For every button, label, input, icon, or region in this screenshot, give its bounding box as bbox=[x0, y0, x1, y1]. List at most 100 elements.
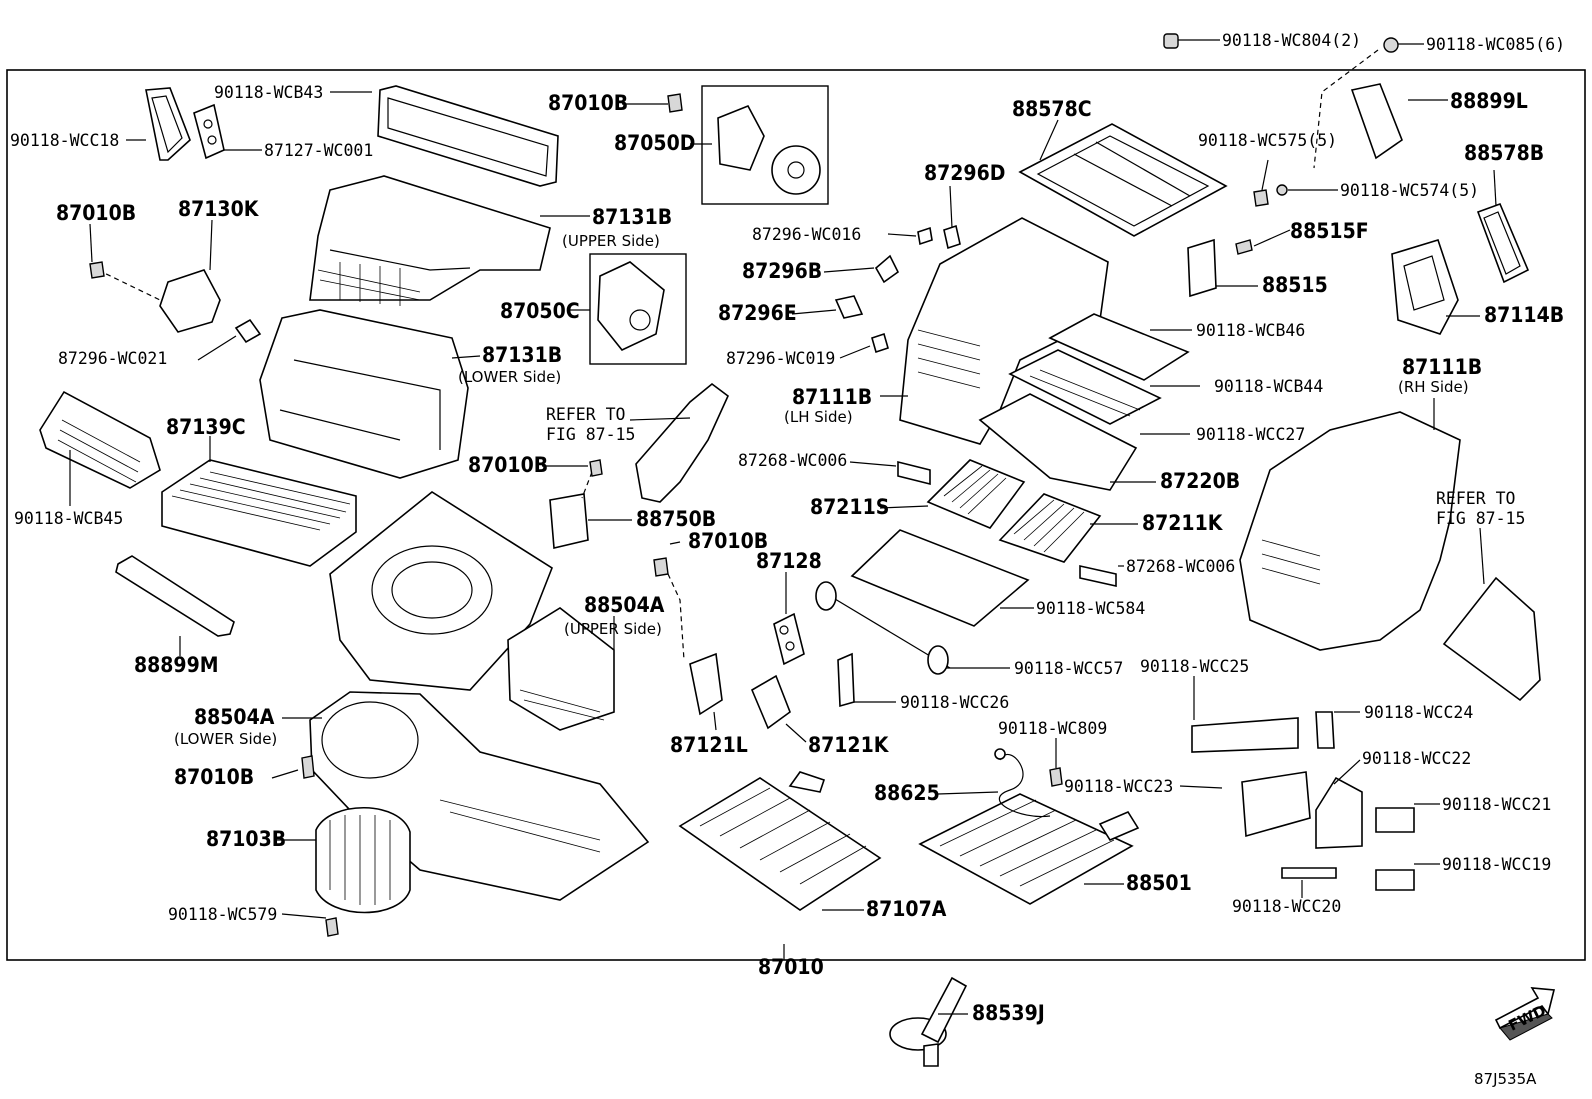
label-63: 90118-WC809 bbox=[998, 719, 1107, 738]
duct-87114b-icon bbox=[1391, 239, 1459, 335]
label-53: 90118-WC584 bbox=[1036, 599, 1145, 618]
clip-wc574-icon bbox=[1276, 184, 1288, 196]
label-41: 87220B bbox=[1160, 469, 1240, 493]
label-25: 90118-WCB46 bbox=[1196, 321, 1305, 340]
actuator-87130k-icon bbox=[159, 269, 221, 333]
label-15: 87130K bbox=[178, 197, 260, 221]
label-72: 90118-WC579 bbox=[168, 905, 277, 924]
label-48: 87010B bbox=[688, 529, 768, 553]
label-27: 87131B bbox=[482, 343, 562, 367]
label-1: 90118-WC804(2) bbox=[1222, 31, 1361, 50]
label-75: 88539J bbox=[972, 1001, 1045, 1025]
label-6: 90118-WCC18 bbox=[10, 131, 119, 150]
assembly-number-label: 87010 bbox=[758, 955, 824, 979]
evaporator-88501-icon bbox=[918, 793, 1134, 905]
clip-87296e-icon bbox=[834, 295, 864, 319]
label-50: 87268-WC006 bbox=[1126, 557, 1235, 576]
assembly-frame bbox=[6, 69, 1586, 961]
label-37: 90118-WCC27 bbox=[1196, 425, 1305, 444]
door-87211k-icon bbox=[998, 493, 1102, 563]
lower-case-87131b-icon bbox=[259, 309, 469, 479]
label-16: 87131B bbox=[592, 205, 672, 229]
door-wcb46-icon bbox=[1048, 313, 1190, 381]
duct-ref-87-15-rh-icon bbox=[1442, 576, 1541, 702]
clip-wc021-icon bbox=[234, 318, 262, 344]
label-36: FIG 87-15 bbox=[546, 425, 635, 444]
label-54: 88899M bbox=[134, 653, 219, 677]
label-58: 90118-WCC24 bbox=[1364, 703, 1473, 722]
fwd-arrow-icon: FWD bbox=[1494, 987, 1556, 1041]
bracket-87121k-icon bbox=[750, 674, 791, 730]
screw-87010b-b-icon bbox=[667, 93, 683, 113]
drawing-code-label: 87J535A bbox=[1474, 1070, 1537, 1088]
label-34: (LH Side) bbox=[784, 408, 853, 426]
strip-wcc26-icon bbox=[837, 652, 855, 708]
duct-ref-87-15-icon bbox=[635, 382, 729, 503]
pad-87128-icon bbox=[773, 612, 805, 666]
label-39: 87268-WC006 bbox=[738, 451, 847, 470]
leader-lines bbox=[69, 39, 1497, 1015]
label-55: 90118-WCC57 bbox=[1014, 659, 1123, 678]
strip-88899m-icon bbox=[115, 555, 235, 637]
label-64: 87010B bbox=[174, 765, 254, 789]
label-13: 87296D bbox=[924, 161, 1005, 185]
foam-wcc23-icon bbox=[1241, 771, 1311, 838]
label-70: 90118-WCC19 bbox=[1442, 855, 1551, 874]
clip-87296b-icon bbox=[874, 254, 900, 284]
label-73: 87107A bbox=[866, 897, 947, 921]
bolt-88515f-icon bbox=[1235, 239, 1253, 255]
clip-87296d-icon bbox=[943, 224, 961, 250]
gasket-wcb43-icon bbox=[377, 85, 559, 187]
label-3: 90118-WCB43 bbox=[214, 83, 323, 102]
label-71: 88501 bbox=[1126, 871, 1192, 895]
label-49: 87128 bbox=[756, 549, 822, 573]
label-43: FIG 87-15 bbox=[1436, 509, 1525, 528]
blower-upper-housing-icon bbox=[329, 491, 553, 691]
label-45: 88750B bbox=[636, 507, 716, 531]
label-12: 90118-WC574(5) bbox=[1340, 181, 1479, 200]
actuator-87050c-icon bbox=[597, 261, 665, 351]
label-21: 88515 bbox=[1262, 273, 1328, 297]
label-74: 90118-WCC20 bbox=[1232, 897, 1341, 916]
label-2: 90118-WC085(6) bbox=[1426, 35, 1565, 54]
label-57: 90118-WCC26 bbox=[900, 693, 1009, 712]
cabin-filter-87139c-icon bbox=[161, 459, 357, 567]
blower-motor-87103b-icon bbox=[315, 806, 411, 914]
heater-core-87107a-icon bbox=[678, 777, 882, 911]
label-44: 90118-WCB45 bbox=[14, 509, 123, 528]
label-62: 87121K bbox=[808, 733, 890, 757]
clip-87296-wc019-icon bbox=[871, 332, 889, 354]
label-38: 87139C bbox=[166, 415, 246, 439]
label-26: 87296-WC021 bbox=[58, 349, 167, 368]
foam-wcc19-icon bbox=[1375, 869, 1415, 891]
label-66: 90118-WCC23 bbox=[1064, 777, 1173, 796]
door-wcb44-icon bbox=[1008, 349, 1162, 425]
label-33: 87111B bbox=[792, 385, 872, 409]
part-illustrations: FWD bbox=[39, 33, 1556, 1067]
label-51: 88504A bbox=[584, 593, 665, 617]
foam-wcc22-icon bbox=[1315, 776, 1363, 849]
screw-87010b-d-icon bbox=[653, 557, 669, 577]
housing-88504a-upper-icon bbox=[507, 607, 615, 731]
label-19: 88515F bbox=[1290, 219, 1369, 243]
case-87111b-rh-icon bbox=[1239, 411, 1461, 651]
label-46: 87211S bbox=[810, 495, 889, 519]
label-32: 90118-WCB44 bbox=[1214, 377, 1323, 396]
sensor-88625-icon bbox=[994, 748, 1006, 760]
seal-88899l-icon bbox=[1350, 83, 1403, 160]
screw-87010b-c-icon bbox=[589, 459, 603, 477]
label-68: 90118-WCC21 bbox=[1442, 795, 1551, 814]
actuator-87050c-frame bbox=[589, 253, 687, 365]
clip-wc804-icon bbox=[1163, 33, 1179, 49]
label-31: (RH Side) bbox=[1398, 378, 1469, 396]
pad-wc001-icon bbox=[193, 103, 225, 160]
label-42: REFER TO bbox=[1436, 489, 1515, 508]
label-65: 90118-WCC22 bbox=[1362, 749, 1471, 768]
seal-wcc18-icon bbox=[145, 87, 191, 161]
clip-wc809-icon bbox=[1049, 767, 1063, 787]
label-24: 87114B bbox=[1484, 303, 1564, 327]
label-59: 88504A bbox=[194, 705, 275, 729]
resistor-88750b-icon bbox=[549, 493, 589, 549]
label-5: 87050D bbox=[614, 131, 695, 155]
